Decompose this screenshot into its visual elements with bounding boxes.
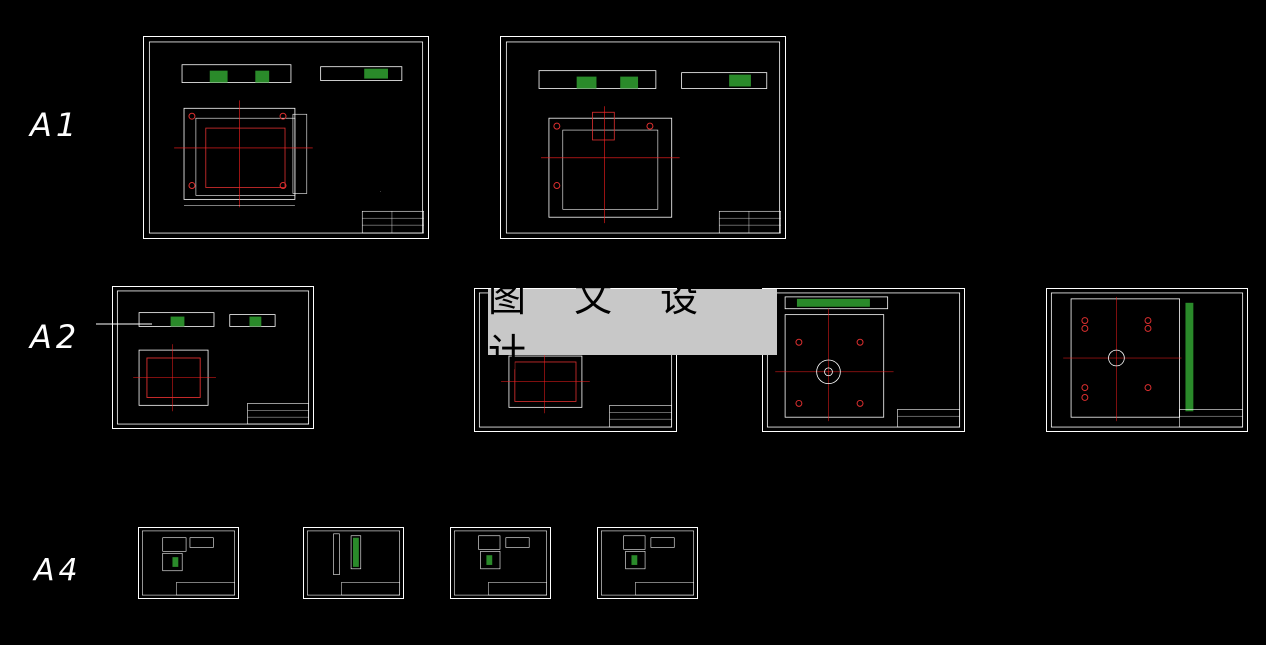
a2-sheet-2[interactable] (474, 288, 677, 432)
a2-sheet-1[interactable] (112, 286, 314, 429)
row-label-a1: A1 (30, 106, 81, 144)
a1-sheet-2[interactable] (500, 36, 786, 239)
svg-text:.: . (380, 187, 381, 192)
a4-sheet-1[interactable] (138, 527, 239, 599)
leader-line (96, 323, 152, 325)
a4-sheet-3[interactable] (450, 527, 551, 599)
a4-sheet-2[interactable] (303, 527, 404, 599)
a2-sheet-4[interactable] (1046, 288, 1248, 432)
row-label-a2: A2 (30, 318, 81, 356)
a2-sheet-3[interactable] (762, 288, 965, 432)
row-label-a4: A4 (34, 553, 82, 588)
a1-sheet-1[interactable]: . (143, 36, 429, 239)
a4-sheet-4[interactable] (597, 527, 698, 599)
watermark-banner: 图 文 设 计 (488, 276, 777, 375)
